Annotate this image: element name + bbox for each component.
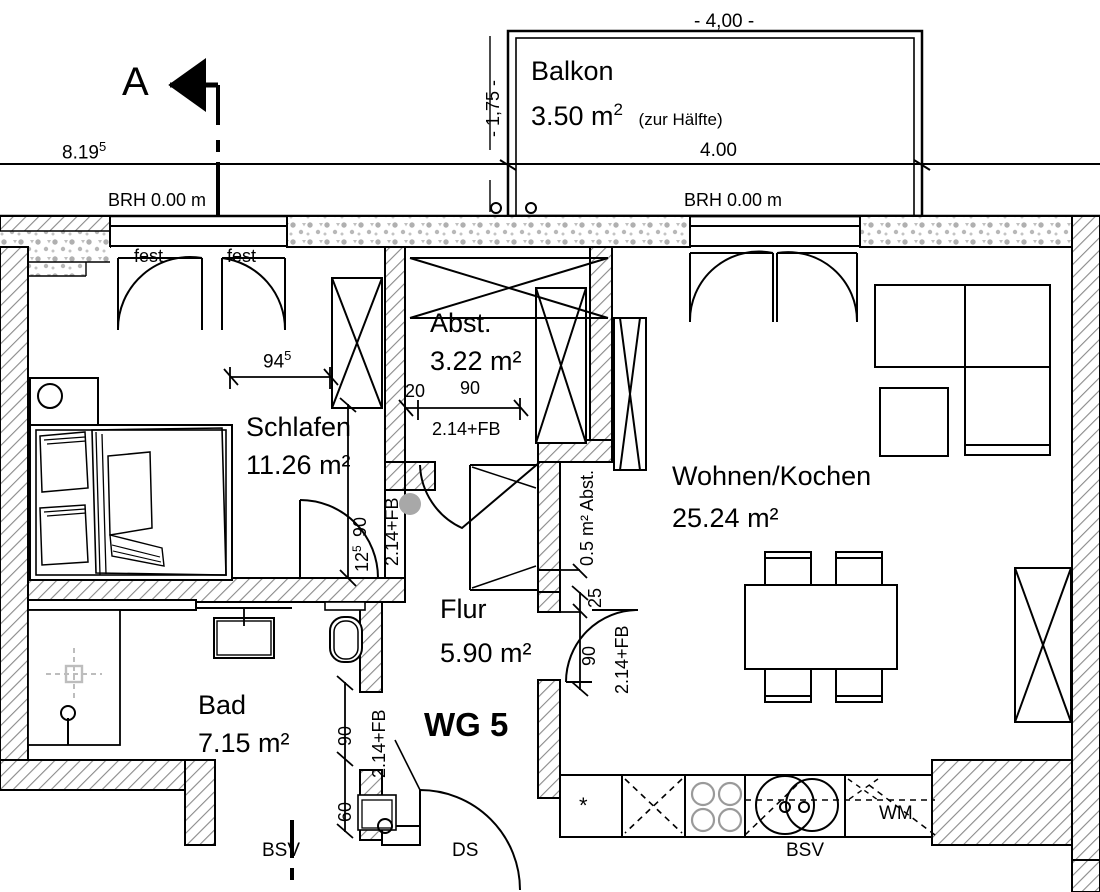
dim-abst-wall-20: 20	[405, 381, 426, 401]
unit-label-wg5: WG 5	[424, 706, 509, 743]
room-label-schlafen: Schlafen	[246, 412, 352, 442]
bedroom-furniture	[29, 377, 233, 581]
room-label-abst-small: 0.5 m² Abst.	[577, 469, 597, 566]
dim-balkon-depth-left: - 1,75 -	[483, 79, 503, 137]
section-marker-a: A	[122, 60, 149, 104]
annotation-bsv-right: BSV	[786, 840, 825, 861]
room-area-balkon: 3.50 m2 (zur Hälfte)	[531, 100, 723, 131]
kitchen-units	[559, 774, 936, 838]
dim-schlafen-door-125: 125	[350, 545, 372, 572]
room-area-flur: 5.90 m²	[440, 638, 532, 668]
storage-shelves	[331, 257, 1072, 723]
dim-schlafen-door-90: 90	[350, 516, 370, 537]
dim-bad-door-90: 90	[335, 725, 355, 746]
door-schlafen	[299, 499, 379, 579]
room-label-wohnen: Wohnen/Kochen	[672, 461, 872, 491]
door-entry	[394, 739, 521, 891]
balkon-note: (zur Hälfte)	[638, 110, 723, 129]
annotation-brh-left: BRH 0.00 m	[108, 190, 207, 210]
dim-overall-top-left: 8.195	[62, 139, 107, 164]
annotation-fest-left: fest	[134, 246, 164, 266]
window-top-left	[109, 225, 288, 331]
annotation-asterisk: *	[579, 793, 588, 818]
bathroom-fixtures	[27, 600, 397, 834]
dim-balkon-width-top: - 4,00 -	[694, 11, 755, 32]
window-top-right	[688, 225, 861, 323]
room-label-balkon: Balkon	[531, 56, 614, 86]
dim-wohnen-door-height: 2.14+FB	[612, 625, 632, 694]
annotation-wm: WM	[879, 803, 913, 824]
dim-schlafen-door-height: 2.14+FB	[382, 497, 402, 566]
door-wohnen	[565, 609, 639, 683]
room-label-flur: Flur	[440, 594, 487, 624]
balcony-outline	[506, 29, 924, 218]
dim-schlafen-offset: 945	[263, 348, 292, 373]
room-area-abst: 3.22 m²	[430, 346, 522, 376]
dimension-lines	[223, 367, 589, 839]
annotation-bsv-left: BSV	[262, 840, 301, 861]
annotation-fest-right: fest	[227, 246, 257, 266]
room-area-wohnen: 25.24 m²	[672, 503, 779, 533]
dim-bad-door-height: 2.14+FB	[369, 709, 389, 778]
dim-wohnen-door-90: 90	[579, 645, 599, 666]
dim-bad-door-60: 60	[335, 801, 355, 822]
door-abstellraum	[419, 461, 541, 530]
section-line-a	[168, 58, 294, 880]
room-label-bad: Bad	[198, 690, 247, 720]
room-area-schlafen: 11.26 m²	[246, 450, 351, 480]
dim-balkon-width-inner: 4.00	[700, 140, 737, 161]
room-label-abst: Abst.	[430, 308, 492, 338]
marker-dot	[399, 493, 421, 515]
living-furniture	[744, 284, 1051, 703]
dim-wohnen-door-25: 25	[585, 587, 605, 608]
exterior-walls	[0, 215, 1100, 892]
annotation-brh-right: BRH 0.00 m	[684, 190, 783, 210]
annotation-ds: DS	[452, 840, 479, 861]
room-area-bad: 7.15 m²	[198, 728, 290, 758]
dim-abst-door-90: 90	[460, 378, 481, 398]
dim-abst-door-height: 2.14+FB	[432, 419, 501, 439]
